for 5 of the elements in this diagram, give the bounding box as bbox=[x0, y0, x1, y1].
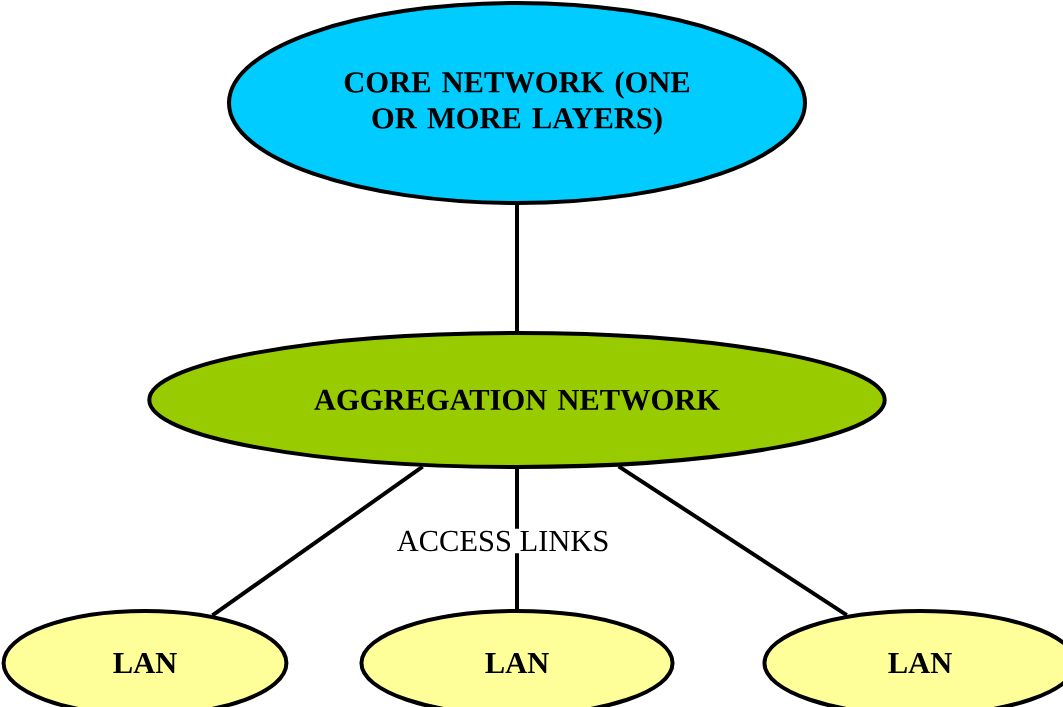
edge-label: ACCESS LINKS bbox=[394, 528, 612, 554]
connector-line bbox=[211, 465, 424, 617]
connector-line bbox=[515, 205, 519, 331]
connector-line bbox=[515, 469, 519, 609]
connector-line bbox=[617, 464, 848, 617]
